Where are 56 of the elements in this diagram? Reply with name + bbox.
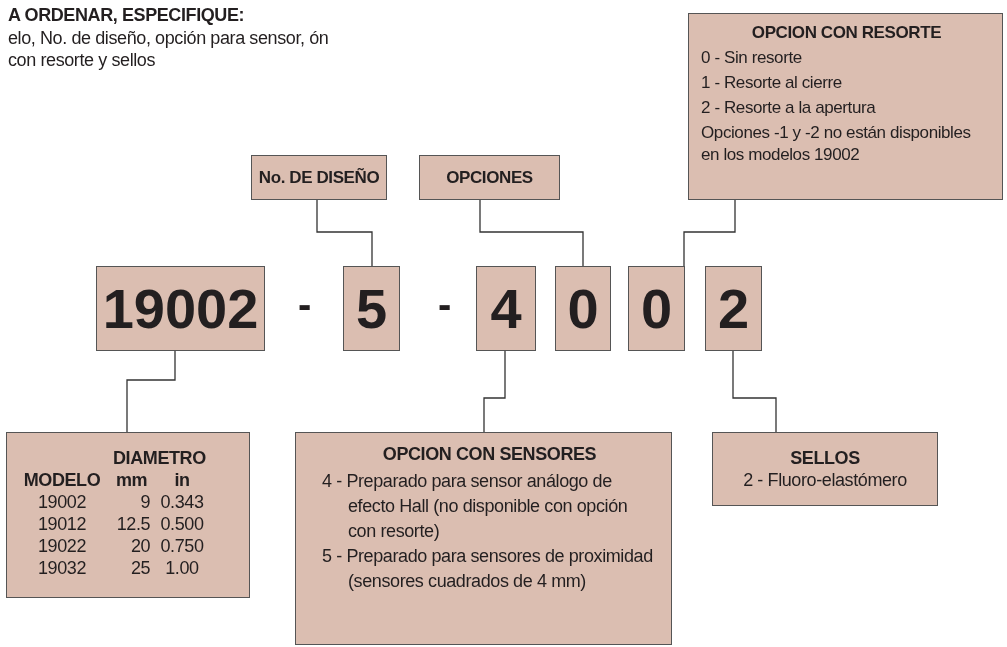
tag-text: OPCIONES — [446, 166, 533, 189]
code-digit: 5 — [355, 278, 388, 339]
option-text: 0 - Sin resorte — [701, 47, 803, 69]
code-digit-box — [628, 266, 685, 351]
option-text: 2 - Fluoro-elastómero — [742, 469, 908, 491]
code-digit: 0 — [640, 278, 673, 339]
order-instructions: elo, No. de diseño, opción para sensor, ón con resorte y sellos — [8, 27, 330, 71]
table-header: DIAMETRO — [112, 447, 207, 469]
code-digit: 2 — [717, 278, 750, 339]
code-digit-box — [555, 266, 611, 351]
leader-line — [683, 199, 736, 267]
code-digit-box — [343, 266, 400, 351]
table-cell-text: 19022 — [36, 535, 88, 557]
option-text: 4 - Preparado para sensor análogo de efecto Hall (no disponible con opción con resorte) — [322, 470, 629, 543]
separator-dash: - — [438, 282, 452, 327]
table-header: MODELO — [22, 469, 102, 491]
tag-text: No. DE DISEÑO — [258, 166, 380, 189]
code-digit: 0 — [567, 278, 599, 339]
heading-text: OPCION CON SENSORES — [381, 443, 598, 465]
field-tag-box — [419, 155, 560, 200]
table-cell-text: 19032 — [36, 557, 88, 579]
note-text: Opciones -1 y -2 no están disponibles en los modelos 19002 — [701, 122, 972, 166]
code-digit: 4 — [490, 278, 522, 339]
model-table-box — [6, 432, 250, 598]
leader-line — [316, 199, 373, 267]
table-cell-text: 20 — [129, 535, 152, 557]
option-box — [688, 13, 1003, 200]
table-header: mm — [114, 469, 149, 491]
table-cell-text: 25 — [129, 557, 152, 579]
table-cell-text: 1.00 — [164, 557, 200, 579]
separator-dash: - — [298, 282, 312, 327]
option-text: 1 - Resorte al cierre — [701, 72, 843, 94]
table-cell-text: 12.5 — [115, 513, 152, 535]
heading-text: SELLOS — [789, 447, 861, 469]
code-digit-box — [476, 266, 536, 351]
leader-line — [479, 199, 584, 267]
table-cell-text: 9 — [139, 491, 152, 513]
option-text: 5 - Preparado para sensores de proximidad (sensores cuadrados de 4 mm) — [322, 545, 654, 593]
option-box — [712, 432, 938, 506]
table-cell-text: 0.343 — [159, 491, 205, 513]
option-box — [295, 432, 672, 645]
table-cell-text: 0.500 — [159, 513, 205, 535]
leader-line — [483, 350, 506, 433]
option-text: 2 - Resorte a la apertura — [701, 97, 877, 119]
heading-text: OPCION CON RESORTE — [750, 22, 943, 44]
table-cell-text: 0.750 — [159, 535, 205, 557]
order-heading: A ORDENAR, ESPECIFIQUE: — [8, 4, 245, 26]
table-cell-text: 19002 — [36, 491, 88, 513]
code-digit-box — [705, 266, 762, 351]
field-tag-box — [251, 155, 387, 200]
code-digit: 19002 — [102, 278, 259, 339]
table-cell-text: 19012 — [36, 513, 88, 535]
leader-line — [126, 350, 176, 433]
leader-line — [732, 350, 777, 433]
table-header: in — [173, 469, 191, 491]
code-digit-box — [96, 266, 265, 351]
